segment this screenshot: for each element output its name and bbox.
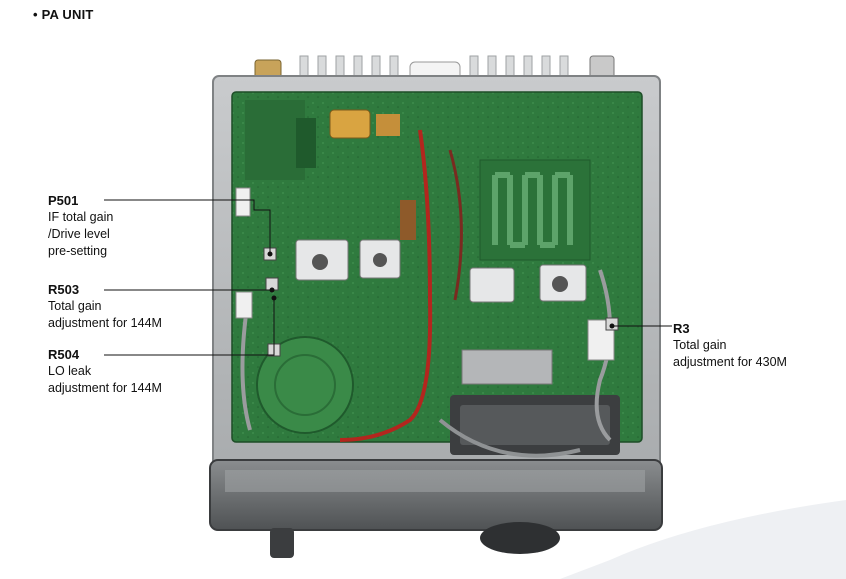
callout-r504: R504 LO leak adjustment for 144M (48, 346, 162, 397)
callout-line: adjustment for 144M (48, 381, 162, 395)
callout-r503: R503 Total gain adjustment for 144M (48, 281, 162, 332)
callout-line: pre-setting (48, 244, 108, 258)
callout-ref: R504 (48, 347, 80, 362)
callout-p501: P501 IF total gain /Drive level pre-sett… (48, 192, 113, 260)
callout-line: Total gain (673, 338, 727, 352)
callout-line: IF total gain (48, 210, 114, 224)
section-title: • PA UNIT (33, 7, 94, 22)
red-cable (339, 129, 433, 442)
callout-line: LO leak (48, 364, 92, 378)
callout-line: /Drive level (48, 227, 110, 241)
callout-line: adjustment for 430M (673, 355, 787, 369)
callout-line: Total gain (48, 299, 102, 313)
callout-line: adjustment for 144M (48, 316, 162, 330)
callout-ref: R3 (673, 321, 690, 336)
callout-r3: R3 Total gain adjustment for 430M (673, 320, 787, 371)
callout-ref: P501 (48, 193, 79, 208)
callout-ref: R503 (48, 282, 80, 297)
